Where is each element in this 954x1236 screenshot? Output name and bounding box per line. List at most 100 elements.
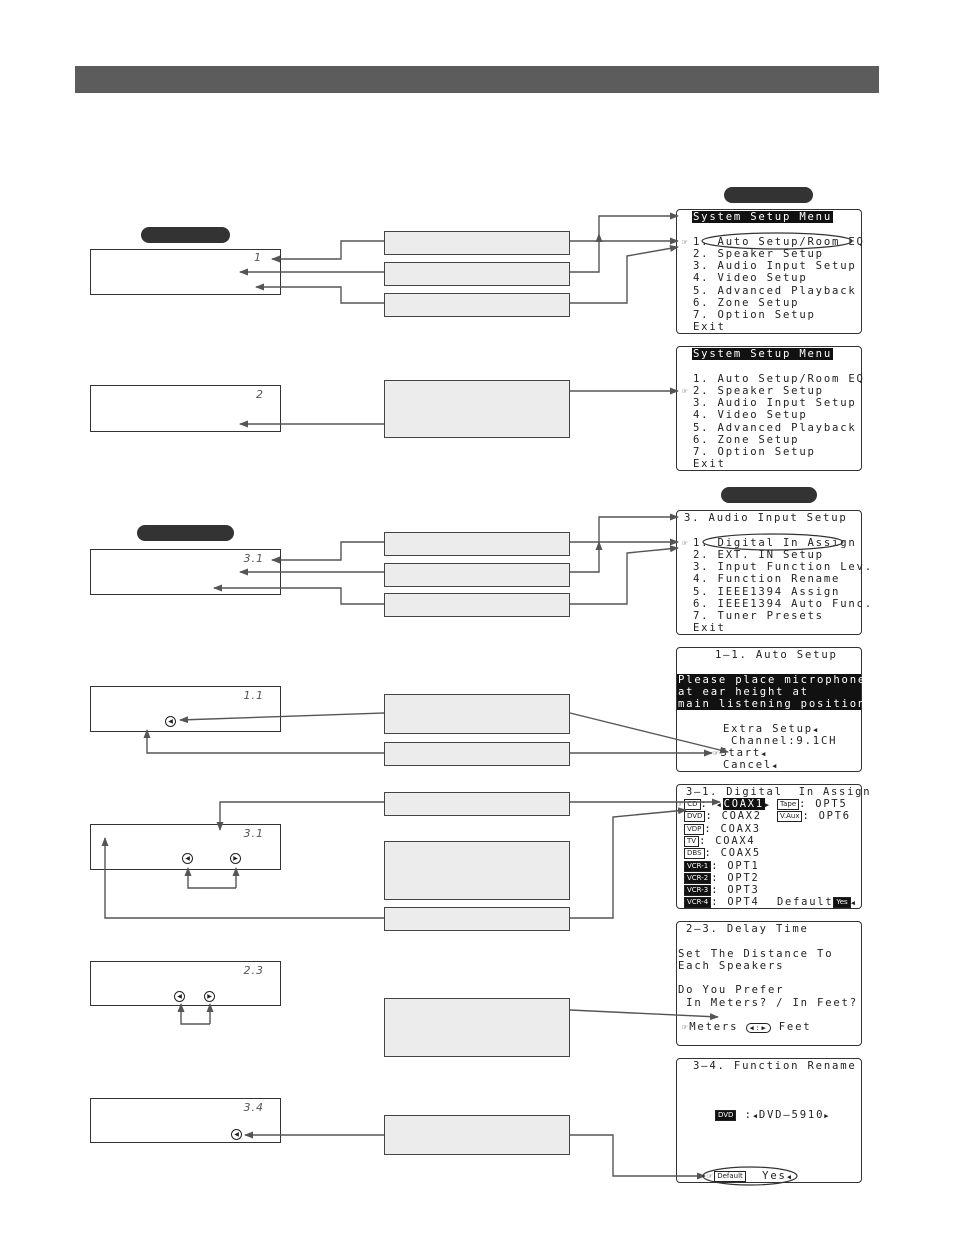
highlight-oval [702, 533, 844, 551]
section-header-bar [75, 66, 879, 93]
channel-label: Channel:9.1CH [731, 735, 838, 747]
menu-item: 2. Speaker Setup [693, 385, 824, 397]
left-arrow-icon: ◀ [772, 762, 779, 770]
menu-item: Exit [693, 458, 726, 470]
source-tag: VDP [684, 823, 705, 835]
left-button-icon: ◀ [182, 853, 193, 864]
screen-title: 1–1. Auto Setup [715, 649, 838, 661]
instruction-message: main listening position. [677, 698, 875, 711]
assign-value: COAX2 [721, 810, 762, 823]
assign-row: VCR-1: OPT1 [684, 860, 760, 872]
arrow [177, 1003, 210, 1025]
yes-tag: Yes [833, 897, 851, 908]
instruction-box [384, 792, 570, 816]
osd-audio-input-setup: 3. Audio Input Setup ☞ 1. Digital In Ass… [676, 510, 871, 635]
menu-item: 1. Auto Setup/Room EQ [693, 373, 865, 385]
left-arrow-icon: ◀ [812, 726, 819, 734]
instruction-box [384, 262, 570, 286]
arrow [101, 837, 384, 919]
arrow [598, 513, 679, 542]
menu-title: System Setup Menu [692, 211, 834, 223]
prompt-line: Each Speakers [678, 960, 785, 972]
cursor-icon: ☞ [682, 539, 690, 549]
cursor-icon: ☞ [682, 1023, 690, 1033]
osd-function-rename: 3–4. Function Rename DVD :◀DVD–5910▶ ☞De… [676, 1058, 862, 1183]
arrow [570, 545, 679, 605]
assign-value: OPT1 [727, 859, 760, 872]
lcd-display: 1.1 [90, 686, 281, 732]
assign-value: OPT3 [727, 884, 760, 897]
menu-item: 6. Zone Setup [693, 297, 800, 309]
osd-system-setup-menu-1: System Setup Menu ☞ 1. Auto Setup/Room E… [676, 209, 863, 334]
assign-value: OPT6 [818, 810, 851, 822]
assign-value: COAX4 [715, 834, 756, 847]
screen-title: 2–3. Delay Time [686, 923, 809, 935]
highlight-oval [702, 1166, 798, 1186]
instruction-box [384, 998, 570, 1057]
menu-item: Exit [693, 622, 726, 634]
lcd-number: 3.1 [243, 827, 264, 840]
arrow [143, 729, 384, 754]
assign-row: VCR-2: OPT2 [684, 872, 760, 884]
menu-item: 6. IEEE1394 Auto Func. [693, 598, 873, 610]
source-tag: VCR-4 [684, 897, 712, 909]
lcd-number: 2 [256, 388, 264, 401]
menu-item: 2. EXT. IN Setup [693, 549, 824, 561]
left-button-icon: ◀ [231, 1129, 242, 1140]
arrow [570, 244, 679, 304]
arrow [184, 867, 236, 889]
assign-row: VCR-3: OPT3 [684, 884, 760, 897]
menu-item: 3. Audio Input Setup [693, 260, 857, 272]
assign-row: ☞CD: ◀COAX1▶ [677, 798, 771, 810]
instruction-box [384, 231, 570, 255]
right-arrow-icon: ▶ [764, 801, 771, 809]
assign-value: COAX3 [720, 822, 761, 835]
menu-item: 5. Advanced Playback [693, 285, 857, 297]
label-pill [724, 187, 813, 203]
assign-row: TV: COAX4 [684, 835, 755, 847]
default-label: Default [777, 896, 834, 908]
screen-title: 3–4. Function Rename [693, 1060, 857, 1072]
menu-item: 1. Digital In Assign [693, 537, 857, 549]
arrow [570, 807, 687, 919]
right-button-icon: ▶ [204, 991, 215, 1002]
right-arrow-icon: ▶ [824, 1112, 831, 1120]
instruction-box [384, 907, 570, 931]
menu-item: 4. Function Rename [693, 573, 841, 585]
label-pill [721, 487, 817, 503]
meters-option: Meters [689, 1021, 739, 1033]
osd-digital-in-assign: 3–1. Digital In Assign ☞CD: ◀COAX1▶DVD: … [676, 784, 872, 909]
source-tag: V.Aux [777, 811, 803, 822]
instruction-box [384, 1115, 570, 1155]
source-tag: CD [684, 799, 701, 810]
default-tag: Default [714, 1171, 746, 1182]
label-pill [137, 525, 234, 541]
arrow [271, 541, 384, 564]
arrow [213, 584, 384, 605]
menu-title: System Setup Menu [692, 348, 834, 360]
arrow [179, 712, 385, 724]
screen-title: 3–1. Digital In Assign [686, 786, 872, 798]
arrow [598, 212, 679, 234]
menu-item: 6. Zone Setup [693, 434, 800, 446]
arrow [271, 240, 384, 263]
left-button-icon: ◀ [174, 991, 185, 1002]
lcd-number: 2.3 [243, 964, 264, 977]
cursor-icon: ☞ [682, 387, 690, 397]
menu-item: 3. Audio Input Setup [693, 397, 857, 409]
left-arrow-icon: ◀ [752, 1112, 759, 1120]
arrow [570, 541, 603, 573]
assign-row: VDP: COAX3 [684, 823, 761, 835]
cancel-option: Cancel [723, 759, 773, 771]
osd-delay-time: 2–3. Delay Time Set The Distance To Each… [676, 921, 862, 1046]
instruction-box [384, 563, 570, 587]
lcd-number: 3.1 [243, 552, 264, 565]
cursor-icon: ☞ [707, 1172, 715, 1182]
highlight-oval [701, 232, 853, 250]
lcd-display: 2.3 [90, 961, 281, 1006]
arrow [570, 1134, 706, 1180]
rename-value: DVD–5910 [758, 1109, 825, 1121]
cursor-icon: ☞ [713, 749, 721, 759]
instruction-message: Please place microphone [677, 674, 867, 687]
prompt-line: In Meters? / In Feet? [678, 997, 858, 1009]
